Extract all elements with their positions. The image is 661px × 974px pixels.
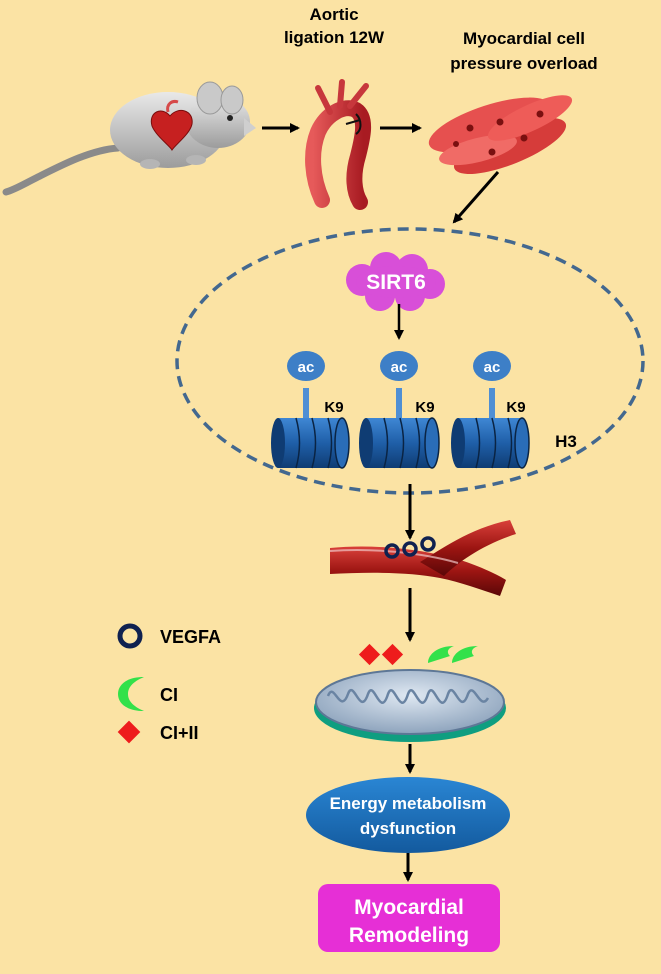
h3-label: H3 [555,432,577,451]
k9-label-right: K9 [506,399,525,416]
mitochondrion-icon [314,669,506,742]
remodel-label-line2: Remodeling [349,924,469,947]
histone-right [451,351,530,469]
legend-ci-ii-icon [117,720,141,744]
k9-label-left: K9 [324,399,343,416]
energy-label-line2: dysfunction [360,819,456,838]
k9-label-middle: K9 [415,399,434,416]
vegfa-marker-3 [420,536,436,552]
mouse-heart-icon [2,81,256,196]
ac-label-right: ac [484,359,501,376]
legend-vegfa-icon [117,623,143,649]
vegfa-marker-1 [384,543,400,559]
ci-marker-2 [452,646,478,663]
legend-ci-label: CI [160,685,178,705]
pressure-overload-label: pressure overload [450,54,597,73]
legend-ci-ii-label: CI+II [160,723,199,743]
ci-marker-1 [428,646,454,663]
aorta-ligation-icon [305,79,371,210]
ac-label-middle: ac [391,359,408,376]
ci-ii-marker-1 [358,643,381,666]
sirt6-cloud [346,252,445,311]
histone-left [271,351,350,469]
myocardial-remodeling-node [318,884,500,952]
sirt6-label: SIRT6 [366,271,426,294]
aortic-label: Aortic [309,5,358,24]
arrow-cells-to-nucleus [452,171,500,224]
vegfa-marker-2 [402,541,418,557]
histone-middle [359,351,440,469]
energy-label-line1: Energy metabolism [330,794,487,813]
ac-label-left: ac [298,359,315,376]
blood-vessel-icon [329,520,516,596]
legend-vegfa-label: VEGFA [160,627,221,647]
ligation-label: ligation 12W [284,28,385,47]
energy-metabolism-node [306,777,510,853]
myocardial-cell-label: Myocardial cell [463,29,585,48]
legend-ci-icon [118,677,144,711]
myocardial-cells-icon [428,95,573,174]
remodel-label-line1: Myocardial [354,896,464,919]
ci-ii-marker-2 [381,643,404,666]
